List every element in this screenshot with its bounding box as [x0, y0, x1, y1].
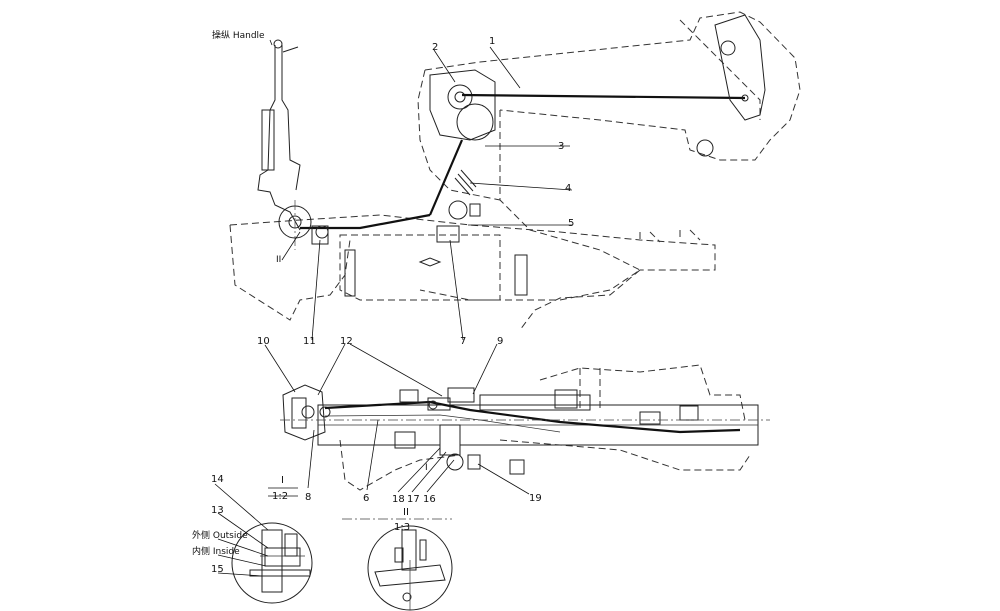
outside-label: 外侧 Outside: [192, 529, 248, 541]
callout-19: 19: [529, 493, 542, 504]
callout-17: 17: [407, 494, 420, 505]
detail-i-marker-plan: I: [425, 463, 428, 473]
detail-i-title: I: [281, 475, 284, 486]
detail-ii-view: [342, 518, 453, 611]
detail-i-scale: 1:2: [272, 491, 288, 502]
callout-9: 9: [497, 336, 503, 347]
callout-5: 5: [568, 218, 574, 229]
detail-ii-marker-upper: II: [276, 255, 281, 265]
callout-1: 1: [489, 36, 495, 47]
leader-lines: [214, 39, 573, 577]
callout-12: 12: [340, 336, 353, 347]
callout-18: 18: [392, 494, 405, 505]
plan-view: [280, 364, 770, 491]
handle-label: 操纵 Handle: [212, 29, 265, 41]
callout-labels: 1 2 3 4 5 6 7 8 9 10 11 12 13 14 15 16 1…: [192, 29, 574, 575]
callout-14: 14: [211, 474, 224, 485]
callout-2: 2: [432, 42, 438, 53]
detail-ii-title: II: [403, 507, 409, 518]
inside-label: 内侧 Inside: [192, 545, 240, 557]
callout-4: 4: [565, 183, 571, 194]
detail-i-view: [231, 522, 313, 604]
callout-11: 11: [303, 336, 316, 347]
callout-15: 15: [211, 564, 224, 575]
callout-13: 13: [211, 505, 224, 516]
callout-16: 16: [423, 494, 436, 505]
callout-3: 3: [558, 141, 564, 152]
side-view: [229, 11, 801, 331]
detail-ii-scale: 1:3: [394, 522, 410, 533]
callout-8: 8: [305, 492, 311, 503]
callout-6: 6: [363, 493, 369, 504]
callout-10: 10: [257, 336, 270, 347]
callout-7: 7: [460, 336, 466, 347]
